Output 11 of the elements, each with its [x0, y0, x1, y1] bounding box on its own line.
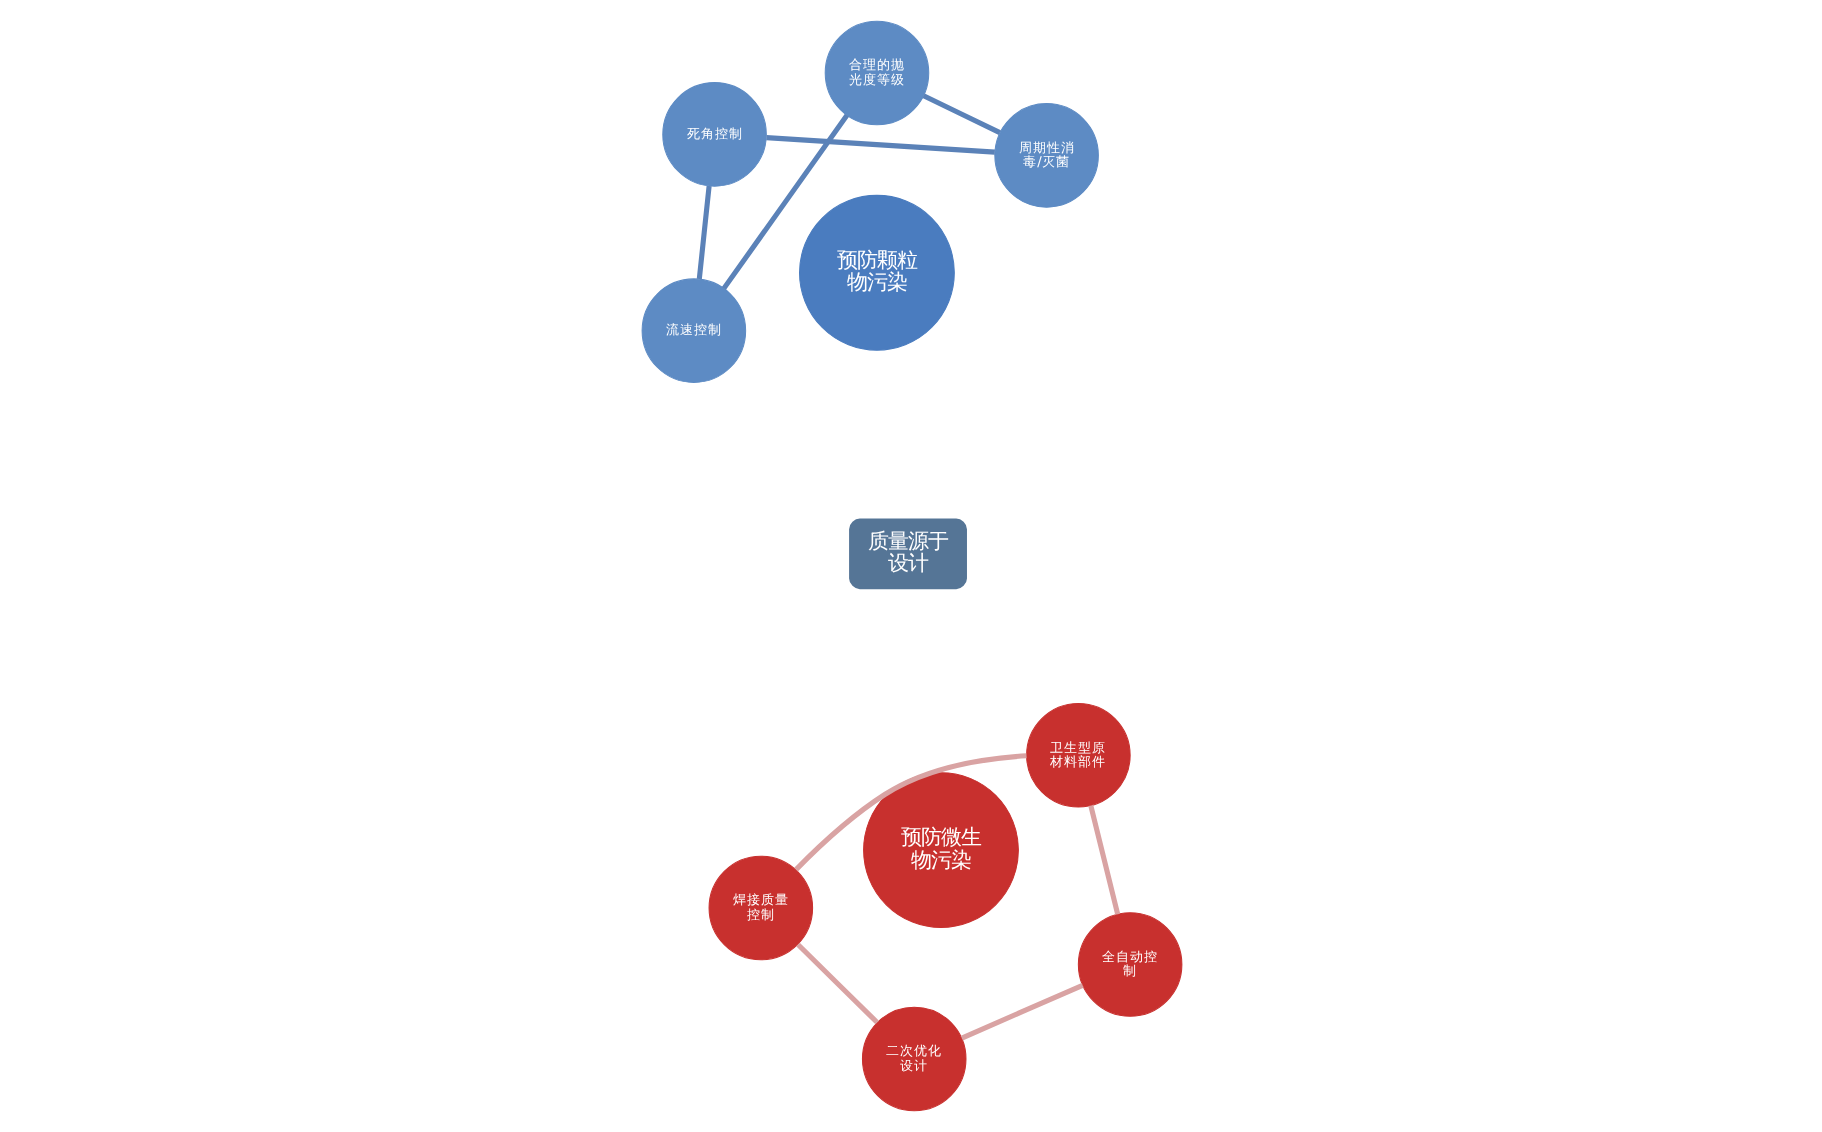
- connector: [765, 135, 994, 155]
- node-box: 质量源于设计: [845, 515, 970, 593]
- node-circle: 预防颗粒物污染: [798, 194, 954, 351]
- connector: [1087, 804, 1120, 915]
- connector: [959, 982, 1083, 1041]
- node-circle: 预防微生物污染: [862, 772, 1018, 928]
- connector: [695, 185, 711, 280]
- connector: [720, 113, 849, 290]
- connector: [795, 942, 878, 1025]
- connector: [793, 753, 1026, 872]
- connector: [921, 93, 1000, 135]
